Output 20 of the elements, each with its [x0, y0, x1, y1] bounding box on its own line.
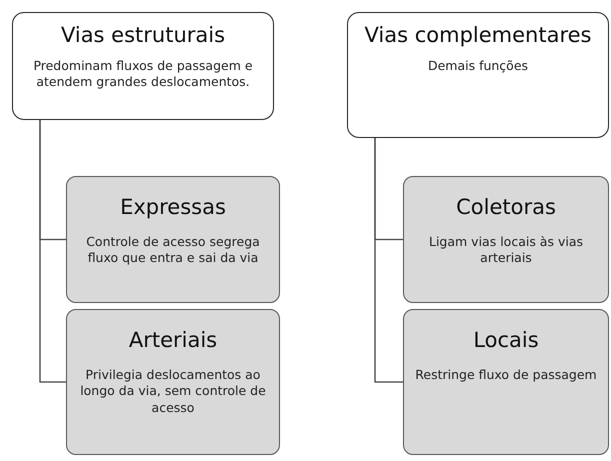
subcategory-box [66, 309, 280, 455]
box-description: Privilegia deslocamentos ao longo da via, sem controle de acesso [79, 367, 267, 416]
box-description: Restringe fluxo de passagem [415, 367, 597, 384]
box-heading: Locais [473, 328, 539, 354]
box-heading: Vias complementares [364, 23, 592, 48]
box-description: Ligam vias locais às vias arteriais [428, 234, 584, 267]
box-heading: Vias estruturais [60, 23, 226, 48]
box-description: Controle de acesso segrega fluxo que entra e sai da via [85, 234, 261, 267]
connector-line [39, 120, 66, 383]
subcategory-box [403, 309, 609, 455]
category-box [347, 12, 609, 138]
subcategory-box [403, 176, 609, 303]
box-description: Predominam fluxos de passagem e atendem grandes deslocamentos. [32, 58, 254, 91]
category-box [12, 12, 274, 120]
box-heading: Arteriais [128, 328, 218, 354]
connector-line [374, 138, 403, 383]
box-description: Demais funções [428, 58, 528, 74]
subcategory-box [66, 176, 280, 303]
box-heading: Coletoras [456, 195, 556, 220]
box-heading: Expressas [120, 195, 226, 220]
